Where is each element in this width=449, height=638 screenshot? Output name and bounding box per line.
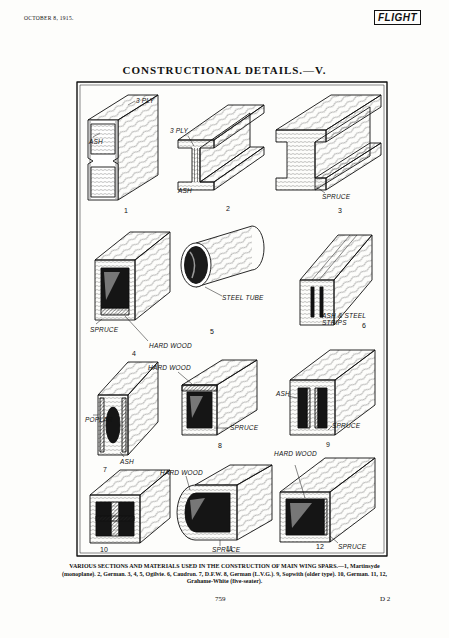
material-label: SPRUCE bbox=[332, 422, 360, 429]
material-label: POPLAR bbox=[85, 416, 113, 423]
material-label: HARD WOOD bbox=[160, 469, 203, 476]
material-label: HARD WOOD bbox=[148, 364, 191, 371]
figure-number: 1 bbox=[124, 207, 128, 215]
figure-number: 12 bbox=[316, 543, 324, 551]
material-label: SPRUCE bbox=[338, 543, 366, 550]
figure-number: 8 bbox=[218, 442, 222, 450]
figure-number: 11 bbox=[226, 545, 233, 553]
sheet-mark: D 2 bbox=[380, 596, 390, 604]
page-date: OCTOBER 8, 1915. bbox=[24, 15, 74, 21]
material-label: SPRUCE bbox=[322, 193, 350, 200]
material-label: SPRUCE bbox=[90, 326, 118, 333]
figure-number: 10 bbox=[100, 546, 108, 554]
material-label: 3 PLY bbox=[136, 97, 154, 104]
material-label: ASH bbox=[89, 138, 103, 145]
material-label: ASH bbox=[120, 458, 134, 465]
figure-number: 4 bbox=[132, 350, 136, 358]
journal-logo: FLIGHT bbox=[374, 10, 421, 25]
page-number: 759 bbox=[215, 596, 226, 604]
material-label: HARD WOOD bbox=[274, 450, 317, 457]
page-title: CONSTRUCTIONAL DETAILS.—V. bbox=[0, 64, 449, 76]
material-label: HARD WOOD bbox=[149, 342, 192, 349]
figure-number: 7 bbox=[103, 466, 107, 474]
material-label: 3 PLY bbox=[170, 127, 188, 134]
material-label: SPRUCE bbox=[230, 424, 258, 431]
material-label: ASH bbox=[276, 390, 290, 397]
material-label: STEEL TUBE bbox=[222, 294, 264, 301]
figure-number: 9 bbox=[326, 441, 330, 449]
figure-number: 5 bbox=[210, 328, 214, 336]
figure-caption: VARIOUS SECTIONS AND MATERIALS USED IN T… bbox=[52, 563, 397, 586]
figure-number: 6 bbox=[362, 322, 366, 330]
material-label: ASH bbox=[178, 187, 192, 194]
material-label: ASH & STEEL STRIPS bbox=[322, 312, 374, 326]
figure-number: 3 bbox=[338, 207, 342, 215]
figure-number: 2 bbox=[226, 205, 230, 213]
